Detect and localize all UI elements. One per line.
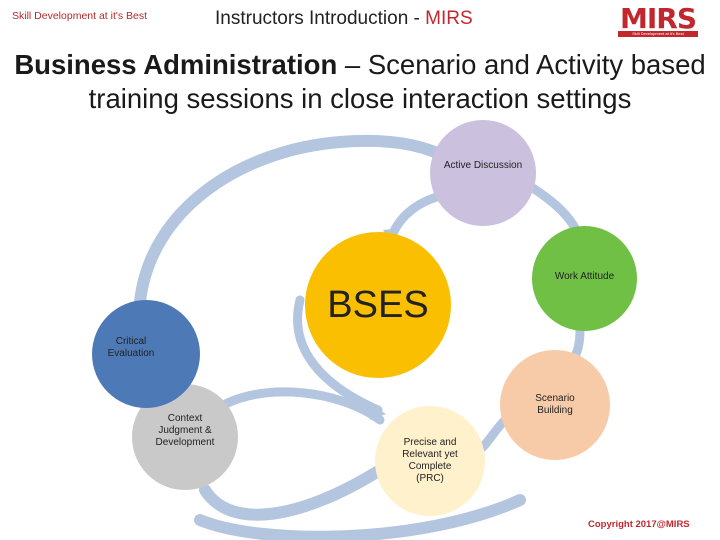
- center-node-label: BSES: [327, 284, 429, 326]
- arc-outer-top: [134, 134, 448, 308]
- node-scenario-building: Scenario Building: [500, 350, 610, 460]
- node-label: Work Attitude: [554, 270, 615, 282]
- header-title-prefix: Instructors Introduction -: [215, 8, 426, 29]
- arc-center-to-prc: [293, 295, 383, 415]
- logo-text: MIRS: [619, 2, 697, 35]
- node-work-attitude: Work Attitude: [532, 226, 637, 331]
- node-critical-evaluation: Critical Evaluation: [92, 300, 200, 408]
- logo-subtext: Skill Development at it's Best: [618, 31, 698, 37]
- copyright: Copyright 2017@MIRS: [588, 519, 690, 530]
- arrowhead-prc: [368, 402, 386, 420]
- header-title-brand: MIRS: [425, 8, 473, 29]
- node-label: Precise and Relevant yet Complete (PRC): [402, 437, 458, 484]
- arc-scenario-to-prc: [477, 415, 510, 453]
- node-label: Scenario Building: [535, 393, 575, 416]
- slide-header: Instructors Introduction - MIRS: [215, 8, 473, 30]
- arc-prc-to-context: [199, 464, 386, 521]
- node-label: Context Judgment & Development: [155, 413, 215, 448]
- slide-title: Business Administration – Scenario and A…: [10, 48, 710, 116]
- node-label: Critical Evaluation: [107, 336, 155, 359]
- center-node-bses: BSES: [305, 232, 451, 378]
- arc-active-to-center: [387, 190, 450, 241]
- tagline: Skill Development at it's Best: [12, 10, 148, 22]
- arc-inner-cross: [210, 387, 385, 425]
- slide-title-rest: – Scenario and Activity based training s…: [88, 49, 706, 114]
- node-label: Active Discussion: [443, 160, 523, 171]
- mirs-logo: MIRS Skill Development at it's Best: [612, 2, 704, 38]
- node-prc: Precise and Relevant yet Complete (PRC): [375, 406, 485, 516]
- slide-title-bold: Business Administration: [14, 49, 338, 80]
- node-active-discussion: Active Discussion: [430, 120, 536, 226]
- arc-bottom-sweep: [194, 494, 526, 540]
